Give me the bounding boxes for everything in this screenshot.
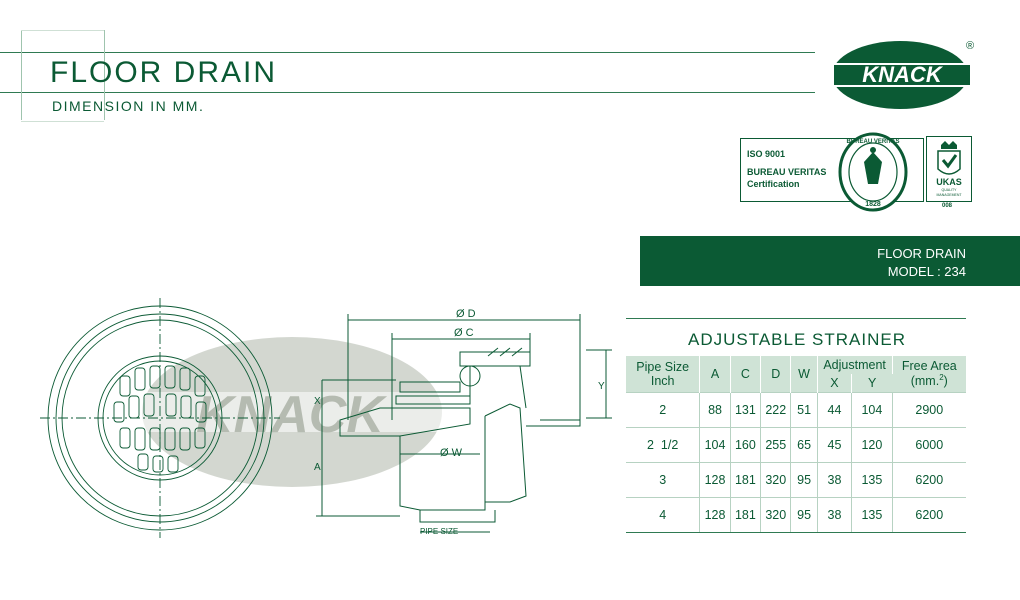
model-banner: FLOOR DRAIN MODEL : 234 <box>640 236 1020 286</box>
dim-a-label: A <box>314 462 321 473</box>
dim-w-label: Ø W <box>440 447 463 459</box>
cell-d: 255 <box>760 427 792 463</box>
table-row: 4 128 181 320 95 38 135 6200 <box>626 497 966 533</box>
cell-d: 320 <box>760 497 792 533</box>
header-top-rule <box>0 52 815 53</box>
cell-c: 181 <box>730 462 762 498</box>
header-adjustment: Adjustment <box>817 356 893 374</box>
model-line-1: FLOOR DRAIN <box>877 246 966 261</box>
cell-area: 2900 <box>892 392 966 428</box>
cell-a: 104 <box>699 427 731 463</box>
cert-line-1: ISO 9001 <box>747 149 786 159</box>
cell-w: 95 <box>790 462 818 498</box>
dim-d-label: Ø D <box>456 308 476 320</box>
cell-pipe: 2 <box>626 392 701 428</box>
cell-c: 131 <box>730 392 762 428</box>
seal-top-text: BUREAU VERITAS <box>847 139 900 145</box>
cell-x: 44 <box>817 392 853 428</box>
knack-logo-text: KNACK <box>862 62 944 87</box>
header-free-area: Free Area (mm.2) <box>892 356 966 393</box>
table-row: 3 128 181 320 95 38 135 6200 <box>626 462 966 498</box>
cell-d: 222 <box>760 392 792 428</box>
cell-pipe: 3 <box>626 462 701 498</box>
registered-mark: ® <box>966 40 975 52</box>
table-row: 2 1/2 104 160 255 65 45 120 6000 <box>626 427 966 463</box>
cell-c: 181 <box>730 497 762 533</box>
seal-year-text: 1828 <box>865 201 881 208</box>
header-bottom-rule <box>0 92 815 93</box>
cell-y: 120 <box>851 427 893 463</box>
cell-x: 38 <box>817 497 853 533</box>
header-x: X <box>817 374 853 393</box>
model-line-2: MODEL : 234 <box>887 264 966 279</box>
header-w: W <box>790 356 818 393</box>
cell-a: 128 <box>699 462 731 498</box>
table-top-rule <box>626 318 966 319</box>
cell-area: 6200 <box>892 497 966 533</box>
cell-w: 51 <box>790 392 818 428</box>
dim-y-label: Y <box>598 381 605 392</box>
watermark-text: KNACK <box>196 386 387 444</box>
cell-d: 320 <box>760 462 792 498</box>
cert-line-2: BUREAU VERITAS <box>747 167 827 177</box>
plan-view <box>40 298 280 538</box>
header-y: Y <box>851 374 893 393</box>
cell-pipe: 2 1/2 <box>626 427 701 463</box>
cert-line-3: Certification <box>747 179 800 189</box>
cell-y: 135 <box>851 462 893 498</box>
knack-logo-icon: KNACK <box>832 41 978 109</box>
header-d: D <box>760 356 792 393</box>
table-row: 2 88 131 222 51 44 104 2900 <box>626 392 966 428</box>
cell-y: 135 <box>851 497 893 533</box>
spec-table: Pipe Size Inch A C D W Adjustment Free A… <box>626 356 966 533</box>
cell-c: 160 <box>730 427 762 463</box>
ukas-crown-icon: UKAS QUALITY MANAGEMENT <box>936 141 962 197</box>
page-subtitle: DIMENSION IN MM. <box>52 98 205 114</box>
bureau-veritas-seal-icon: BUREAU VERITAS 1828 <box>838 132 908 212</box>
header-left-rule <box>21 30 22 120</box>
knack-logo: KNACK <box>832 40 978 110</box>
cell-x: 38 <box>817 462 853 498</box>
floor-drain-drawing: KNACK <box>40 298 612 538</box>
header-c: C <box>730 356 762 393</box>
header-right-rule <box>104 30 105 120</box>
ukas-badge: UKAS QUALITY MANAGEMENT <box>926 136 972 202</box>
dim-c-label: Ø C <box>454 327 474 339</box>
ukas-sub-2: MANAGEMENT <box>936 193 962 197</box>
cell-area: 6200 <box>892 462 966 498</box>
iso-certification-badge: ISO 9001 BUREAU VERITAS Certification <box>740 138 924 202</box>
cell-w: 65 <box>790 427 818 463</box>
cell-y: 104 <box>851 392 893 428</box>
cell-x: 45 <box>817 427 853 463</box>
dim-x-label: X <box>314 396 321 407</box>
cell-a: 128 <box>699 497 731 533</box>
bureau-veritas-seal: BUREAU VERITAS 1828 <box>838 132 908 212</box>
ukas-code: 008 <box>942 203 953 209</box>
section-view <box>316 314 612 533</box>
cell-pipe: 4 <box>626 497 701 533</box>
cell-w: 95 <box>790 497 818 533</box>
header-frame <box>21 30 104 122</box>
table-title: ADJUSTABLE STRAINER <box>687 330 906 349</box>
pipe-size-label: PIPE SIZE <box>420 527 458 536</box>
ukas-sub-1: QUALITY <box>942 188 958 192</box>
header-pipe-size: Pipe Size Inch <box>626 356 701 393</box>
technical-drawing: KNACK <box>40 296 620 542</box>
header-a: A <box>699 356 731 393</box>
ukas-label: UKAS <box>936 177 962 187</box>
cell-a: 88 <box>699 392 731 428</box>
cell-area: 6000 <box>892 427 966 463</box>
page-title: FLOOR DRAIN <box>50 56 278 89</box>
